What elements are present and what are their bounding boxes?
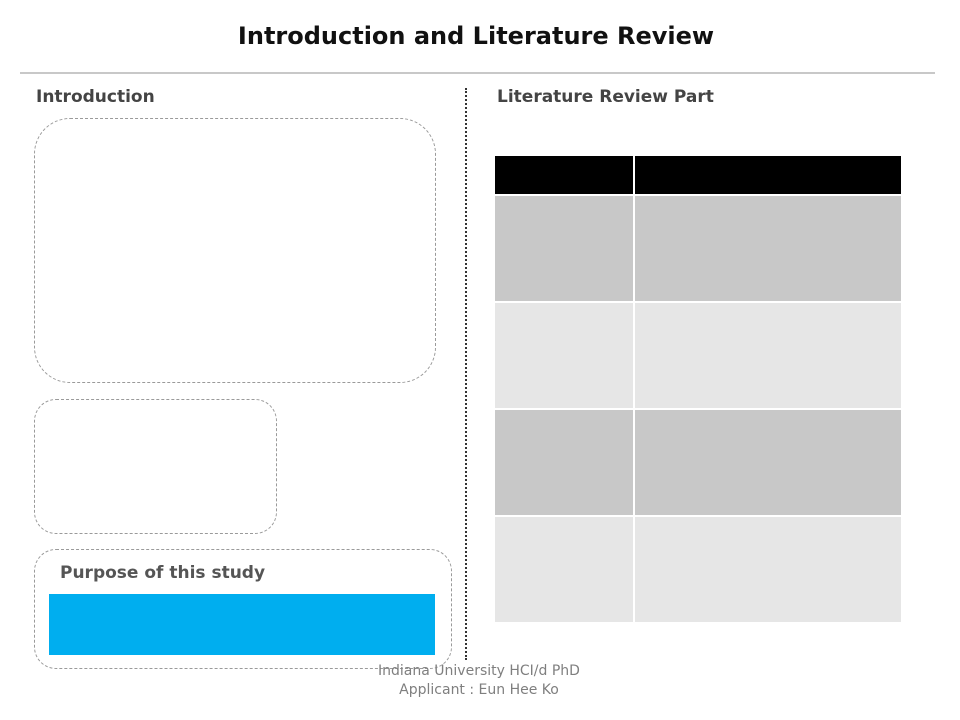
table-cell — [495, 410, 633, 515]
table-cell — [495, 517, 633, 622]
table-cell — [495, 196, 633, 301]
introduction-heading: Introduction — [36, 87, 155, 107]
introduction-content-box — [34, 118, 436, 383]
purpose-highlight-bar — [49, 594, 435, 655]
slide-title: Introduction and Literature Review — [237, 22, 715, 50]
table-cell — [635, 303, 901, 408]
introduction-secondary-box — [34, 399, 277, 534]
literature-review-table — [495, 156, 901, 622]
table-cell — [635, 196, 901, 301]
purpose-heading: Purpose of this study — [60, 563, 266, 583]
table-header-cell — [635, 156, 901, 194]
table-cell — [495, 303, 633, 408]
table-header-cell — [495, 156, 633, 194]
column-divider — [465, 88, 467, 660]
table-cell — [635, 410, 901, 515]
footer: Indiana University HCI/d PhD Applicant :… — [0, 662, 958, 700]
table-cell — [635, 517, 901, 622]
purpose-box — [34, 549, 452, 669]
footer-applicant: Applicant : Eun Hee Ko — [399, 682, 559, 698]
title-divider — [20, 72, 935, 74]
literature-review-heading: Literature Review Part — [497, 87, 714, 107]
footer-institution: Indiana University HCI/d PhD — [378, 663, 580, 679]
